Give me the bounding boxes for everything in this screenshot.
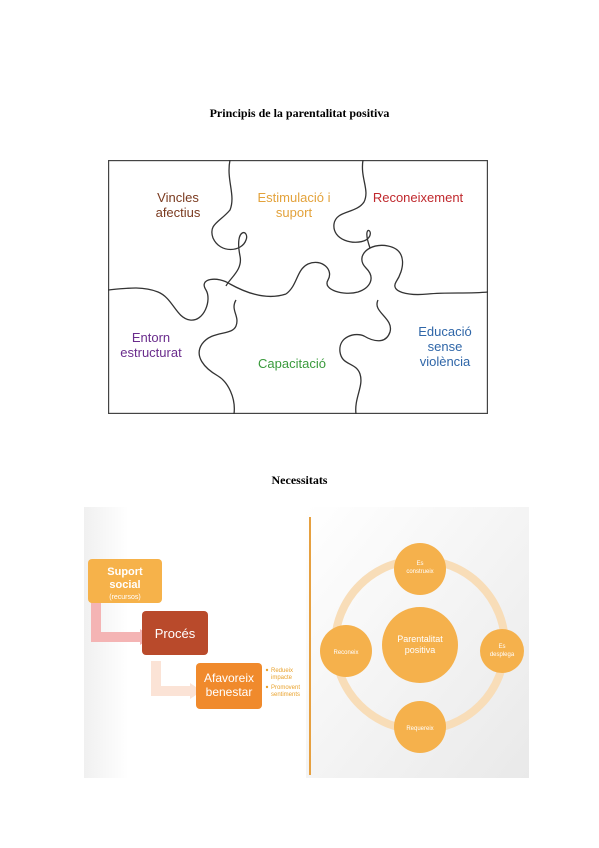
puzzle-label-educacio-line: violència xyxy=(420,354,471,369)
section1-title: Principis de la parentalitat positiva xyxy=(209,106,390,120)
seam xyxy=(339,299,392,414)
flow-arrow-1 xyxy=(91,599,142,642)
puzzle-label-educacio-line: sense xyxy=(428,339,463,354)
box-afavoreix-title-line: benestar xyxy=(206,685,253,699)
puzzle-label-entorn-line: estructurat xyxy=(120,345,182,360)
right-label-line: desplega xyxy=(490,652,515,658)
bottom-label-line: Requereix xyxy=(406,726,433,732)
box-proces-title: Procés xyxy=(155,626,196,641)
bullet-item-line: impacte xyxy=(271,675,293,681)
top-circle xyxy=(394,543,446,595)
right-label: Es desplega xyxy=(490,644,515,658)
puzzle-label-educacio-line: Educació xyxy=(418,324,471,339)
bottom-circle xyxy=(394,701,446,753)
right-label-line: Es xyxy=(498,644,505,650)
box-proces-title-line: Procés xyxy=(155,626,196,641)
puzzle-label-capacitacio: Capacitació xyxy=(258,356,326,371)
top-label-line: Es xyxy=(416,561,423,567)
puzzle-label-capacitacio-line: Capacitació xyxy=(258,356,326,371)
box-suport-social-title-line: social xyxy=(109,579,140,591)
seam xyxy=(211,160,248,287)
top-label: Es construeix xyxy=(406,561,433,575)
bottom-label: Requereix xyxy=(406,726,433,732)
box-suport-social xyxy=(88,559,162,603)
top-label-line: construeix xyxy=(406,569,433,575)
right-circle xyxy=(480,629,524,673)
center-label-line: positiva xyxy=(405,645,436,655)
box-suport-social-sub-line: (recursos) xyxy=(109,594,141,601)
seam xyxy=(198,299,238,414)
seam xyxy=(108,278,287,321)
seam xyxy=(333,160,371,249)
box-proces xyxy=(142,611,208,655)
center-label-line: Parentalitat xyxy=(397,634,443,644)
puzzle-label-reconeixement-line: Reconeixement xyxy=(373,190,464,205)
puzzle-frame xyxy=(108,160,488,414)
puzzle-label-entorn-line: Entorn xyxy=(132,330,170,345)
left-label: Reconeix xyxy=(333,650,358,656)
left-circle xyxy=(320,625,372,677)
puzzle-label-estimulacio-line: suport xyxy=(276,205,313,220)
flow-arrow-2 xyxy=(151,661,192,696)
box-suport-social-title-line: Suport xyxy=(107,566,143,578)
bullet-item-line: Redueix xyxy=(271,668,293,674)
bullet-item-line: sentiments xyxy=(271,692,300,698)
box-afavoreix xyxy=(196,663,262,709)
bullet-dot xyxy=(265,668,269,672)
puzzle-label-vincles-line: afectius xyxy=(156,205,201,220)
box-suport-social-sub: (recursos) xyxy=(109,594,141,601)
left-label-line: Reconeix xyxy=(333,650,358,656)
bullet-item-line: Promovent xyxy=(271,685,300,691)
puzzle-label-reconeixement: Reconeixement xyxy=(373,190,464,205)
puzzle-label-estimulacio-line: Estimulació i xyxy=(258,190,331,205)
section2-title: Necessitats xyxy=(271,473,328,487)
seam xyxy=(285,244,488,296)
box-afavoreix-title-line: Afavoreix xyxy=(204,671,254,685)
bullet-dot xyxy=(265,685,269,689)
center-circle xyxy=(382,607,458,683)
puzzle-label-vincles-line: Vincles xyxy=(157,190,199,205)
